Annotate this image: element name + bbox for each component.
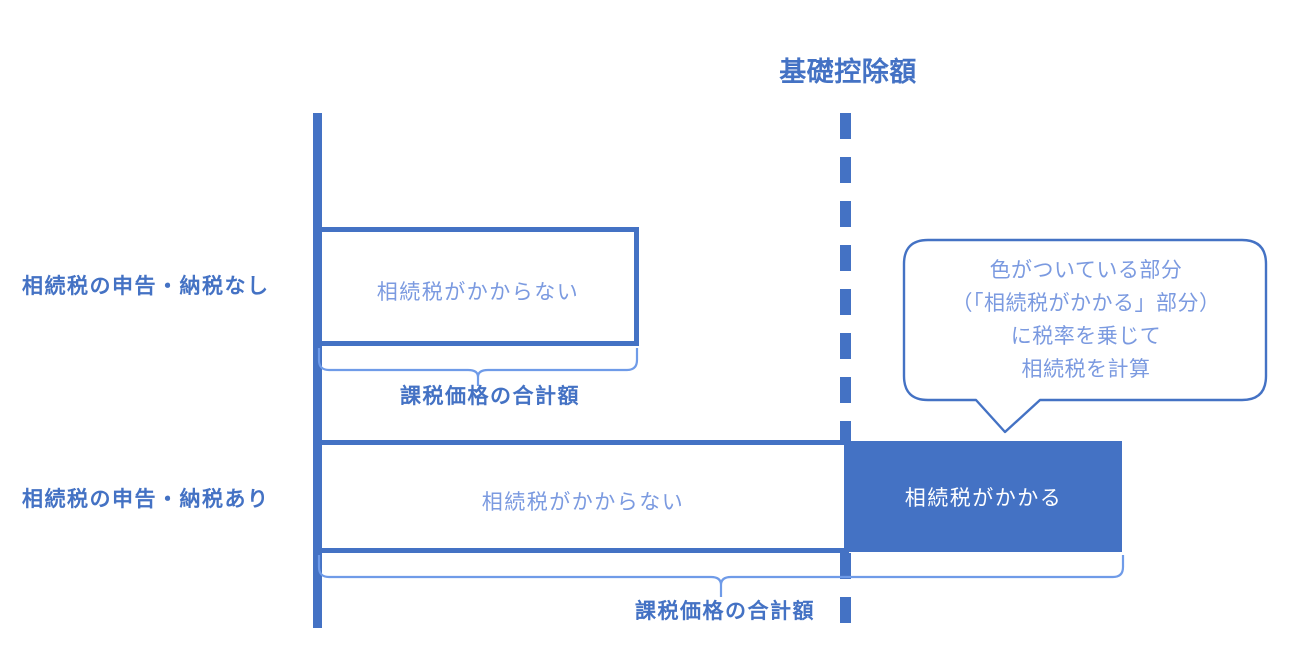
threshold-dashed-line (840, 113, 851, 625)
row-label-no-filing: 相続税の申告・納税なし (22, 275, 270, 298)
brace-with-filing (317, 555, 1125, 597)
bar-with-filing-untaxed-label: 相続税がかからない (481, 491, 685, 514)
bar-with-filing-taxed: 相続税がかかる (845, 441, 1122, 552)
brace-no-filing (317, 348, 639, 386)
bar-no-filing-untaxed-label: 相続税がかからない (376, 281, 580, 304)
callout-line-4: 相続税を計算 (1021, 358, 1151, 381)
bar-with-filing-untaxed: 相続税がかからない (317, 440, 849, 553)
brace-label-with-filing: 課税価格の合計額 (635, 600, 815, 623)
callout-line-3: に税率を乗じて (1010, 325, 1162, 348)
callout-line-2: （「相続税がかかる」部分） (951, 292, 1221, 315)
threshold-title: 基礎控除額 (779, 57, 917, 87)
vertical-axis (313, 113, 322, 628)
row-label-with-filing: 相続税の申告・納税あり (22, 488, 270, 511)
callout-line-1: 色がついている部分 (989, 259, 1183, 282)
callout-text: 色がついている部分 （「相続税がかかる」部分） に税率を乗じて 相続税を計算 (910, 254, 1262, 386)
callout-bubble (902, 238, 1268, 434)
brace-label-no-filing: 課税価格の合計額 (400, 385, 580, 408)
bar-no-filing-untaxed: 相続税がかからない (317, 227, 639, 346)
bar-with-filing-taxed-label: 相続税がかかる (904, 487, 1063, 510)
